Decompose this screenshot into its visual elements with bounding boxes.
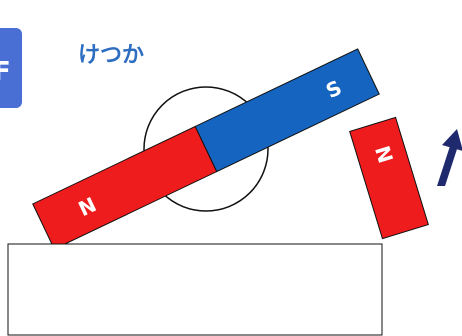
section-tab-background	[0, 28, 22, 108]
section-tab: F	[0, 28, 22, 108]
main-bar-magnet: N S	[32, 48, 380, 250]
side-magnet-north-label: N	[370, 143, 398, 166]
up-arrow-head	[442, 129, 462, 151]
up-arrow-shaft	[437, 146, 458, 186]
side-magnet-body	[349, 116, 429, 240]
side-magnet: N	[349, 116, 429, 240]
answer-box[interactable]	[7, 243, 383, 336]
main-magnet-south-half	[194, 48, 380, 173]
up-arrow-icon	[437, 129, 462, 186]
section-tab-label: F	[0, 57, 11, 87]
result-title: けつか	[78, 43, 144, 68]
